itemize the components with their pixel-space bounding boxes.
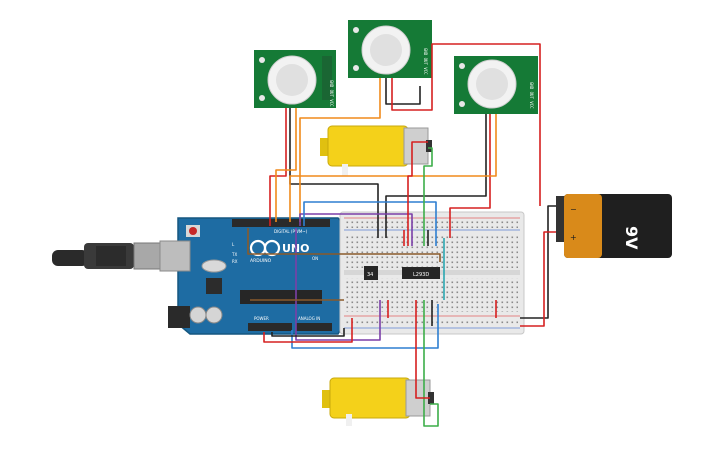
wire-pir-mid-red: [391, 43, 541, 206]
wire-purple-2: [299, 213, 413, 246]
wire-battery-red: [520, 231, 556, 327]
wire-motor-bottom-red: [415, 300, 430, 399]
l293d-chip: [402, 267, 440, 279]
arduino-uno-board: UNO ARDUINO DIGITAL (PWM~) POWER ANALOG …: [159, 217, 346, 335]
wire-pir-right-black: [385, 114, 487, 238]
wire-black-gnd: [271, 328, 345, 337]
battery-minus-label: −: [570, 205, 577, 214]
wire-brown-1: [247, 228, 441, 262]
analog-header-label: ANALOG IN: [298, 316, 320, 321]
wire-blue-2: [291, 304, 439, 349]
battery-plus-label: +: [570, 233, 577, 242]
pir-middle-pins: GND OUT VCC: [423, 48, 428, 75]
pir-sensor-left: GND OUT VCC: [254, 50, 336, 108]
9v-battery: 9V − +: [556, 194, 672, 258]
digital-header-label: DIGITAL (PWM~): [274, 229, 308, 234]
wire-pir-left-red: [269, 108, 287, 226]
wire-motor-top-green: [423, 147, 433, 246]
usb-cable: [52, 242, 163, 270]
wire-pir-left-orange: [275, 108, 297, 222]
wire-motor-top-red: [407, 141, 428, 246]
pir-right-pins: GND OUT VCC: [529, 82, 534, 109]
wire-pir-right-orange: [289, 114, 497, 222]
wires: [247, 43, 556, 427]
wire-purple-1: [295, 228, 381, 341]
pir-left-pins: GND OUT VCC: [329, 80, 334, 107]
small-ic-label: 34: [367, 272, 373, 278]
wire-pir-mid-orange: [299, 78, 381, 222]
battery-voltage-label: 9V: [622, 226, 641, 250]
wire-pir-right-red: [449, 114, 491, 238]
rx-led-label: RX: [232, 259, 238, 264]
dc-motor-bottom: [322, 377, 434, 426]
wire-blue-1: [303, 201, 437, 246]
wire-battery-black: [520, 205, 556, 319]
on-led-label: ON: [312, 256, 318, 261]
small-ic: [364, 266, 378, 280]
tx-led-label: TX: [231, 252, 237, 257]
dc-motor-top: [320, 125, 432, 176]
wire-motor-bottom-green: [423, 300, 439, 427]
wire-pir-mid-black: [385, 78, 421, 105]
power-header-label: POWER: [254, 316, 269, 321]
pir-sensor-right: GND OUT VCC: [454, 56, 538, 114]
l-led-label: L: [232, 242, 235, 247]
pir-sensor-middle: GND OUT VCC: [348, 20, 432, 78]
wire-pir-left-black: [289, 108, 379, 238]
l293d-label: L293D: [413, 272, 429, 278]
board-brand-label: ARDUINO: [250, 258, 272, 264]
arduino-logo: [249, 239, 281, 257]
wire-red-power: [263, 318, 353, 343]
